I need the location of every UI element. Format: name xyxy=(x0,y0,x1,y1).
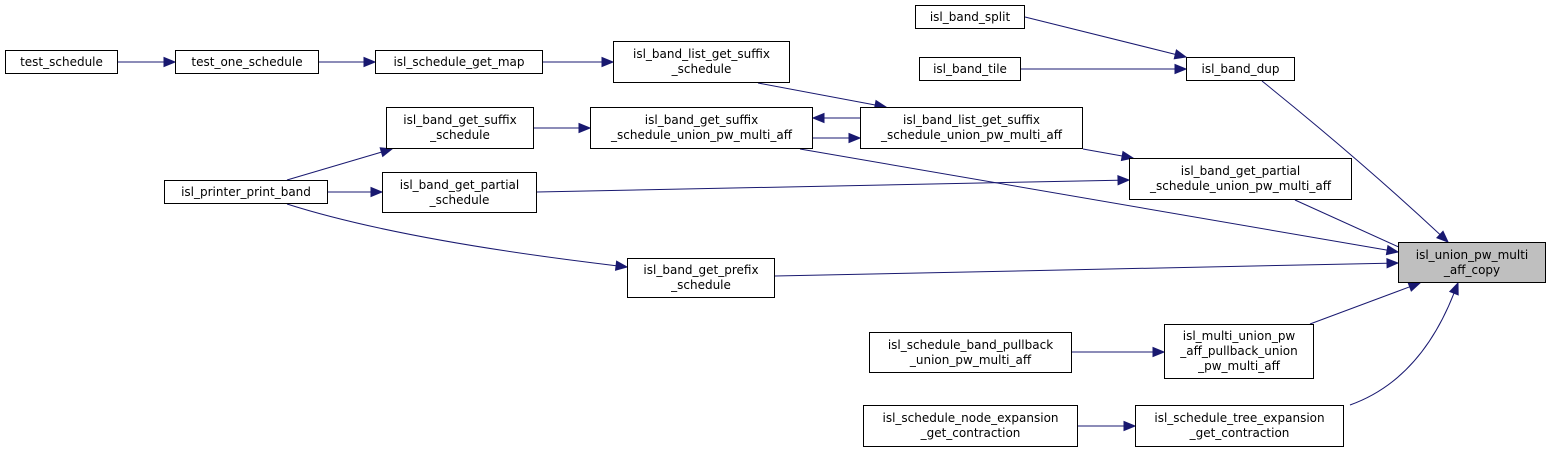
node-label-line: isl_printer_print_band xyxy=(181,184,311,199)
node-label-line: _pw_multi_aff xyxy=(1198,359,1280,373)
node-label-line: isl_band_split xyxy=(929,9,1011,24)
node-label-line: isl_band_dup xyxy=(1201,61,1280,76)
node-isl-band-get-prefix-schedule[interactable]: isl_band_get_prefix _schedule xyxy=(627,258,775,298)
node-isl-band-get-suffix-schedule[interactable]: isl_band_get_suffix _schedule xyxy=(386,107,534,149)
edge-arrowhead xyxy=(1436,230,1449,243)
node-label-line: _schedule xyxy=(430,128,490,142)
edge-isl-band-get-prefix-schedule-to-isl-union-pw-multi-aff-copy xyxy=(774,262,1388,277)
node-label-line: isl_band_list_get_suffix xyxy=(902,113,1040,127)
edge-arrowhead xyxy=(163,56,177,68)
node-isl-band-get-partial-schedule-union-pw-multi-aff[interactable]: isl_band_get_partial _schedule_union_pw_… xyxy=(1129,158,1352,200)
node-isl-band-split[interactable]: isl_band_split xyxy=(915,5,1025,29)
node-test-one-schedule[interactable]: test_one_schedule xyxy=(175,50,319,74)
node-isl-band-get-suffix-schedule-union-pw-multi-aff[interactable]: isl_band_get_suffix _schedule_union_pw_m… xyxy=(590,107,813,149)
node-isl-printer-print-band[interactable]: isl_printer_print_band xyxy=(164,180,328,204)
edge-arrowhead xyxy=(1123,420,1137,432)
node-isl-multi-union-pw-aff-pullback-union-pw-multi-aff[interactable]: isl_multi_union_pw _aff_pullback_union _… xyxy=(1164,324,1314,379)
edge-arrowhead xyxy=(1173,49,1188,60)
node-label-line: test_one_schedule xyxy=(191,54,303,69)
node-isl-union-pw-multi-aff-copy[interactable]: isl_union_pw_multi _aff_copy xyxy=(1398,242,1546,283)
node-isl-schedule-band-pullback-union-pw-multi-aff[interactable]: isl_schedule_band_pullback _union_pw_mul… xyxy=(869,332,1072,373)
edge-arrowhead xyxy=(363,56,377,68)
node-label-line: isl_union_pw_multi xyxy=(1415,247,1529,262)
node-label-line: _schedule_union_pw_multi_aff xyxy=(1150,179,1331,193)
edge-arrowhead xyxy=(370,186,384,198)
edge-arrowhead xyxy=(614,260,629,271)
node-label-line: test_schedule xyxy=(20,54,103,69)
edge-arrowhead xyxy=(1152,346,1166,358)
node-label-line: _get_contraction xyxy=(1189,426,1290,440)
node-label-line: _aff_pullback_union xyxy=(1180,344,1298,358)
node-label-line: isl_band_get_prefix xyxy=(643,263,759,277)
node-label-line: _aff_copy xyxy=(1443,262,1501,277)
edge-isl-band-get-partial-schedule-to-isl-band-get-partial-schedule-upma xyxy=(536,179,1119,193)
node-label-line: _schedule xyxy=(671,62,732,76)
node-label-line: isl_schedule_band_pullback xyxy=(887,337,1054,352)
node-label-line: isl_schedule_get_map xyxy=(393,54,525,69)
node-label-line: _schedule_union_pw_multi_aff xyxy=(611,128,792,142)
node-isl-schedule-get-map[interactable]: isl_schedule_get_map xyxy=(375,50,543,74)
edge-isl-printer-print-band-to-isl-band-get-prefix-schedule xyxy=(286,203,617,267)
edge-arrowhead xyxy=(1448,281,1459,296)
node-label-line: _schedule xyxy=(671,278,731,292)
node-label-line: _union_pw_multi_aff xyxy=(909,352,1032,367)
node-isl-schedule-node-expansion-get-contraction[interactable]: isl_schedule_node_expansion _get_contrac… xyxy=(863,405,1078,447)
node-label-line: isl_schedule_tree_expansion xyxy=(1154,411,1325,425)
node-label-line: _schedule_union_pw_multi_aff xyxy=(881,128,1062,142)
node-label-line: isl_band_list_get_suffix xyxy=(632,47,770,61)
edge-isl-band-split-to-isl-band-dup xyxy=(1024,16,1176,55)
edge-isl-band-list-get-suffix-schedule-to-isl-band-list-get-suffix-schedule-upma xyxy=(757,82,876,106)
edge-arrowhead xyxy=(379,147,394,158)
node-label-line: isl_band_get_partial xyxy=(1180,164,1301,178)
edge-arrowhead xyxy=(1385,244,1400,256)
edge-isl-printer-print-band-to-isl-band-get-suffix-schedule xyxy=(286,151,382,181)
node-isl-band-tile[interactable]: isl_band_tile xyxy=(919,57,1021,81)
node-isl-band-dup[interactable]: isl_band_dup xyxy=(1186,57,1295,81)
node-isl-band-get-partial-schedule[interactable]: isl_band_get_partial _schedule xyxy=(382,172,537,213)
edge-arrowhead xyxy=(811,112,825,124)
edge-arrowhead xyxy=(601,56,615,68)
edge-arrowhead xyxy=(1407,282,1422,292)
node-isl-band-list-get-suffix-schedule[interactable]: isl_band_list_get_suffix _schedule xyxy=(613,41,790,83)
edge-isl-multi-union-pw-aff-pullback-upma-to-isl-union-pw-multi-aff-copy xyxy=(1309,286,1410,325)
edge-arrowhead xyxy=(848,132,862,144)
edge-arrowhead xyxy=(1117,174,1131,186)
node-test-schedule[interactable]: test_schedule xyxy=(5,50,118,74)
node-label-line: isl_band_tile xyxy=(933,61,1007,76)
edge-arrowhead xyxy=(1174,63,1188,75)
node-label-line: _get_contraction xyxy=(920,426,1021,440)
node-label-line: isl_band_get_suffix xyxy=(403,113,517,127)
edge-isl-band-dup-to-isl-union-pw-multi-aff-copy xyxy=(1261,80,1441,235)
edge-isl-band-get-partial-schedule-upma-to-isl-union-pw-multi-aff-copy xyxy=(1294,199,1403,249)
edge-isl-band-get-suffix-schedule-upma-to-isl-union-pw-multi-aff-copy xyxy=(799,148,1388,251)
node-label-line: isl_band_get_partial xyxy=(399,177,520,192)
node-label-line: isl_schedule_node_expansion xyxy=(882,411,1059,425)
node-label-line: isl_band_get_suffix xyxy=(644,113,759,127)
edge-arrowhead xyxy=(1386,257,1400,269)
node-isl-schedule-tree-expansion-get-contraction[interactable]: isl_schedule_tree_expansion _get_contrac… xyxy=(1135,405,1344,447)
node-label-line: _schedule xyxy=(429,192,490,207)
edge-isl-schedule-tree-expansion-get-contraction-to-isl-union-pw-multi-aff-copy xyxy=(1349,293,1455,406)
edge-arrowhead xyxy=(578,122,592,134)
node-label-line: isl_multi_union_pw xyxy=(1182,329,1296,343)
node-isl-band-list-get-suffix-schedule-union-pw-multi-aff[interactable]: isl_band_list_get_suffix _schedule_union… xyxy=(860,107,1083,149)
edge-isl-band-list-get-suffix-schedule-upma-to-isl-band-get-partial-schedule-upma xyxy=(1082,148,1123,157)
